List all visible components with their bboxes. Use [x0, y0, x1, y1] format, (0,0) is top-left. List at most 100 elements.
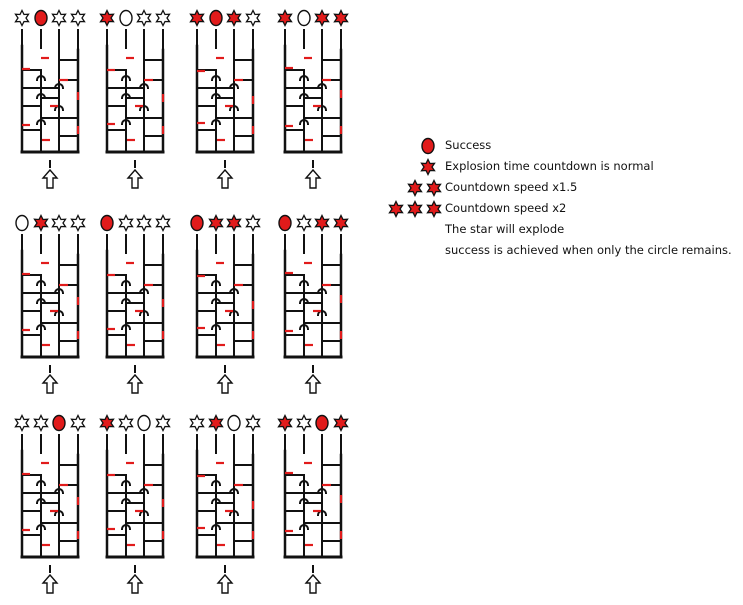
circle-white-icon	[297, 9, 311, 27]
wire-hop	[210, 298, 222, 305]
star-red-icon	[277, 9, 293, 27]
star-white-icon	[118, 214, 134, 232]
star-white-icon	[136, 9, 152, 27]
wire-hop	[298, 324, 310, 331]
circle-red-icon	[278, 214, 292, 232]
legend-label-success: Success	[445, 138, 492, 152]
wire-hop	[120, 480, 132, 487]
wire-hop	[35, 93, 47, 100]
star-red-icon	[407, 200, 423, 218]
star-red-icon	[99, 9, 115, 27]
wire-hop	[35, 498, 47, 505]
wire-hop	[53, 83, 65, 90]
wire-hop	[35, 119, 47, 126]
star-red-icon	[388, 200, 404, 218]
wire-hop	[298, 119, 310, 126]
gate-group	[107, 461, 165, 547]
wire-hop	[53, 105, 65, 112]
wire-hop	[298, 75, 310, 82]
wire-hop	[138, 310, 150, 317]
star-red-pair-icon	[407, 179, 442, 197]
legend-note-explode: The star will explode	[445, 222, 565, 236]
wire-hop	[120, 324, 132, 331]
wire-hop	[120, 75, 132, 82]
wire-hop	[210, 75, 222, 82]
wire-hop	[35, 324, 47, 331]
star-red-icon	[33, 214, 49, 232]
circle-red-icon	[421, 137, 435, 155]
star-white-icon	[245, 414, 261, 432]
puzzle-grid	[14, 9, 349, 594]
star-white-icon	[155, 9, 171, 27]
legend-label-normal: Explosion time countdown is normal	[445, 159, 654, 173]
wire-network	[283, 234, 343, 359]
gate-group	[197, 56, 255, 142]
wire-network	[105, 29, 165, 154]
wire-hop	[35, 298, 47, 305]
up-arrow-icon	[216, 168, 234, 189]
puzzle-panel-1	[14, 9, 86, 189]
up-arrow-icon	[126, 373, 144, 394]
star-red-icon	[333, 214, 349, 232]
star-white-icon	[189, 414, 205, 432]
wire-hop	[298, 498, 310, 505]
wire-hop	[298, 480, 310, 487]
wire-hop	[53, 488, 65, 495]
star-red-icon	[420, 158, 436, 176]
wire-hop	[316, 310, 328, 317]
up-arrow-icon	[216, 373, 234, 394]
wire-hop	[316, 105, 328, 112]
gate-group	[197, 261, 255, 347]
wire-hop	[120, 498, 132, 505]
wire-hop	[35, 480, 47, 487]
wire-hop	[120, 93, 132, 100]
wire-hop	[138, 488, 150, 495]
star-red-icon	[420, 158, 436, 176]
circle-white-icon	[119, 9, 133, 27]
star-red-icon	[333, 9, 349, 27]
wire-hop	[210, 93, 222, 100]
puzzle-panel-10	[99, 414, 171, 594]
wire-hop	[298, 524, 310, 531]
puzzle-panel-9	[14, 414, 86, 594]
wire-hop	[53, 310, 65, 317]
star-white-icon	[155, 414, 171, 432]
wire-hop	[210, 324, 222, 331]
wire-hop	[138, 105, 150, 112]
star-white-icon	[136, 214, 152, 232]
star-red-icon	[407, 179, 423, 197]
gate-group	[285, 56, 343, 142]
wire-hop	[316, 488, 328, 495]
up-arrow-icon	[41, 168, 59, 189]
star-red-icon	[333, 414, 349, 432]
wire-hop	[316, 288, 328, 295]
circle-red-icon	[190, 214, 204, 232]
star-red-icon	[226, 214, 242, 232]
puzzle-panel-5	[15, 214, 86, 394]
wire-hop	[210, 480, 222, 487]
star-white-icon	[70, 414, 86, 432]
circle-red-icon	[209, 9, 223, 27]
puzzle-panel-6	[100, 214, 171, 394]
circle-red-icon	[315, 414, 329, 432]
up-arrow-icon	[304, 573, 322, 594]
star-white-icon	[51, 9, 67, 27]
wire-network	[283, 29, 343, 154]
gate-group	[22, 261, 80, 347]
wire-network	[195, 434, 255, 559]
puzzle-panel-8	[278, 214, 349, 394]
up-arrow-icon	[304, 168, 322, 189]
up-arrow-icon	[126, 573, 144, 594]
legend: Success Explosion time countdown is norm…	[388, 136, 738, 266]
star-red-icon	[226, 9, 242, 27]
wire-hop	[298, 298, 310, 305]
star-red-icon	[314, 9, 330, 27]
circle-white-icon	[137, 414, 151, 432]
wire-hop	[228, 310, 240, 317]
puzzle-panel-4	[277, 9, 349, 189]
wire-hop	[210, 524, 222, 531]
star-white-icon	[33, 414, 49, 432]
star-white-icon	[70, 214, 86, 232]
wire-network	[283, 434, 343, 559]
wire-network	[195, 234, 255, 359]
